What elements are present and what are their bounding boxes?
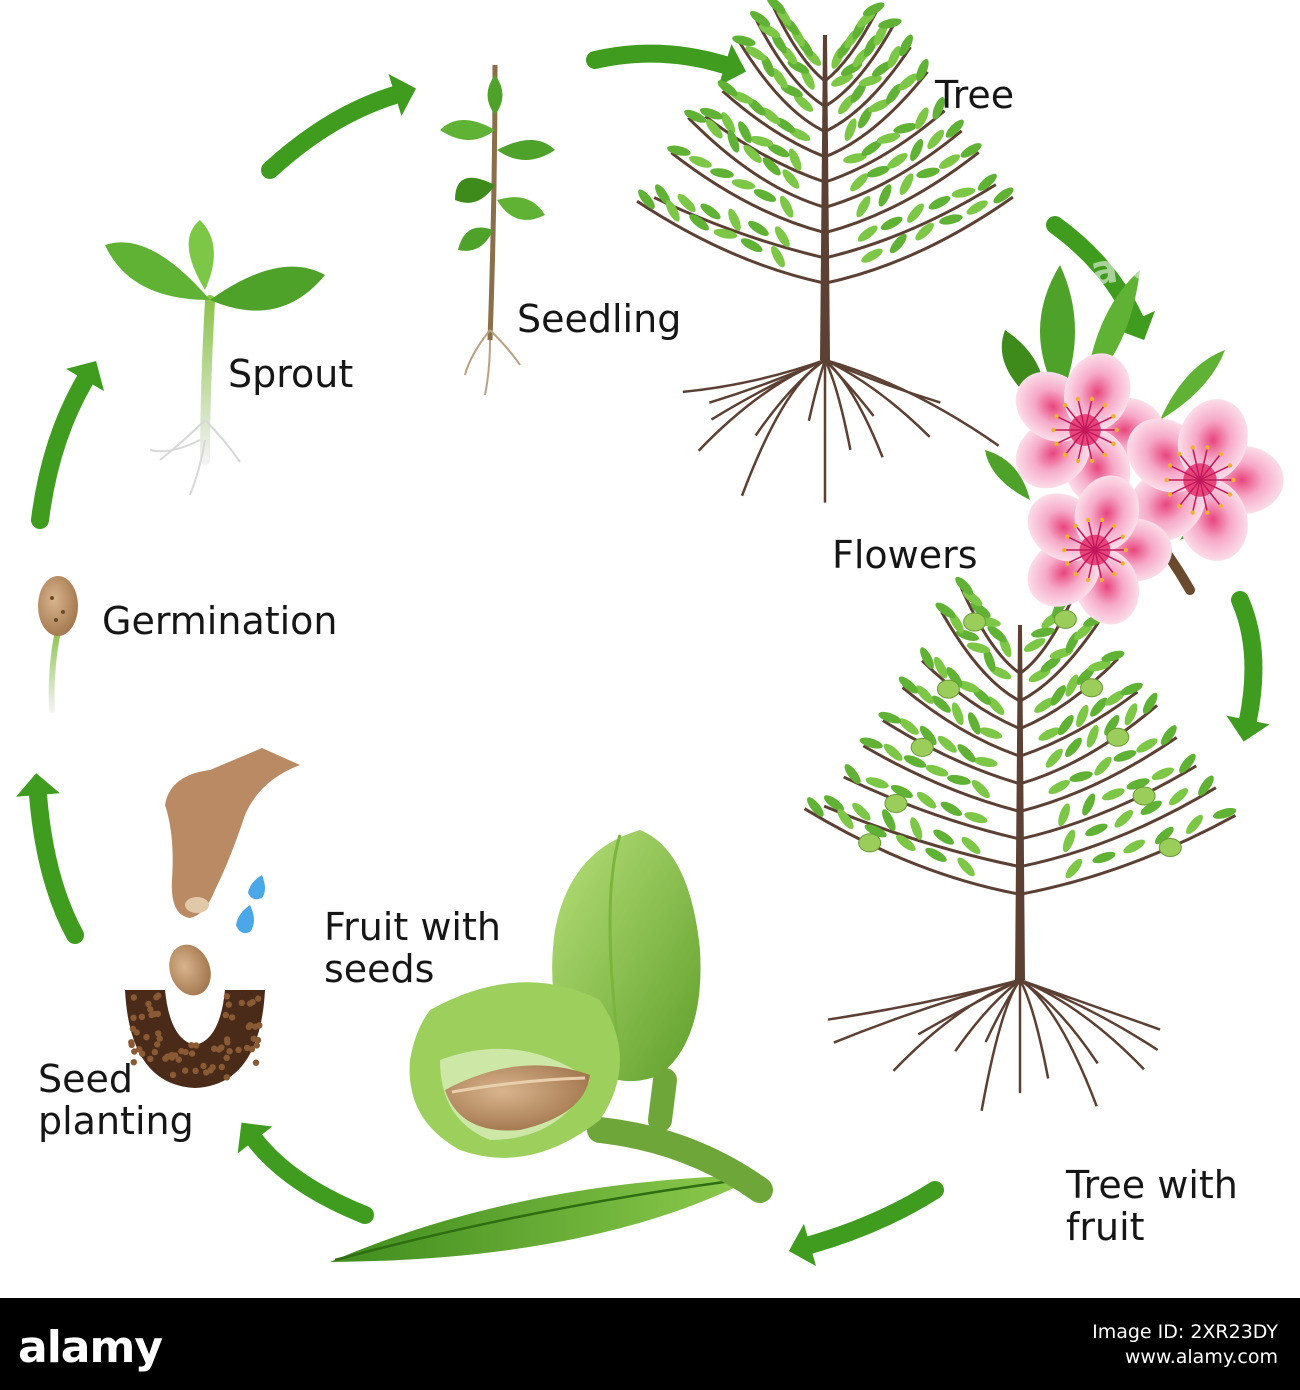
water-drop-icon (248, 875, 265, 899)
website: www.alamy.com (1092, 1345, 1278, 1370)
cycle-arrow-icon (255, 1140, 365, 1215)
alamy-logo: alamy (18, 1322, 162, 1373)
cycle-arrow-icon (38, 795, 75, 935)
arrowhead (16, 773, 60, 797)
label-tree-with-fruit: Tree withfruit (1065, 1163, 1238, 1249)
label-seedling: Seedling (517, 297, 681, 341)
image-id: Image ID: 2XR23DY (1092, 1320, 1278, 1345)
fruit-tree-icon (804, 570, 1237, 1111)
almond-seed-icon (38, 576, 78, 636)
cycle-arrow-icon (810, 1190, 935, 1245)
seed-planting-icon (125, 748, 300, 1088)
label-line: Fruit with (324, 905, 501, 949)
cycle-arrow-icon (270, 95, 395, 170)
germination-icon (38, 576, 78, 710)
almond-fruit-icon (330, 830, 760, 1262)
label-line: planting (38, 1099, 194, 1143)
stock-footer-bar: alamy Image ID: 2XR23DY www.alamy.com (0, 1298, 1300, 1390)
cycle-arrow-icon (595, 54, 725, 65)
label-tree: Tree (934, 73, 1014, 117)
label-fruit-with-seeds: Fruit withseeds (324, 905, 501, 991)
almond-seed-icon (162, 939, 217, 1002)
label-sprout: Sprout (228, 352, 353, 396)
label-flowers: Flowers (832, 533, 978, 577)
water-drop-icon (236, 905, 254, 933)
image-id-block: Image ID: 2XR23DY www.alamy.com (1092, 1320, 1278, 1369)
label-line: Seed (38, 1057, 133, 1101)
label-line: seeds (324, 947, 434, 991)
label-line: Tree with (1065, 1163, 1238, 1207)
seedling-icon (440, 65, 555, 395)
hand-icon (165, 748, 300, 918)
cycle-arrow-icon (40, 380, 85, 520)
label-germination: Germination (102, 599, 338, 643)
cycle-arrow-icon (1240, 600, 1253, 720)
label-line: fruit (1066, 1205, 1145, 1249)
